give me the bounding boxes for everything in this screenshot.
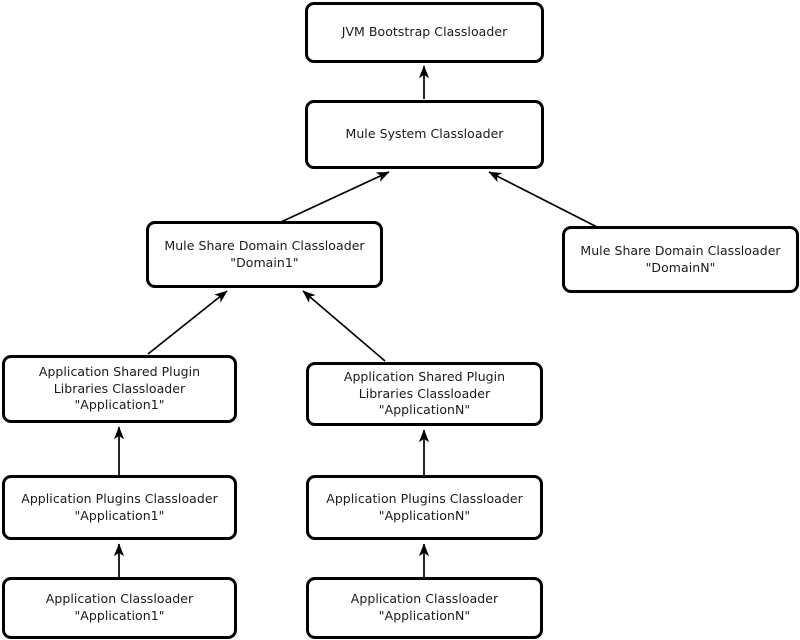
node-label-app-classloader-1: Application Classloader "Application1" (45, 591, 194, 623)
node-label-app-classloader-n: Application Classloader "ApplicationN" (350, 591, 499, 623)
node-mule-system[interactable]: Mule System Classloader (305, 100, 544, 169)
node-label-mule-system: Mule System Classloader (345, 126, 504, 142)
node-label-app-plugins-n: Application Plugins Classloader "Applica… (326, 490, 523, 523)
node-app-shared-plugin-n[interactable]: Application Shared Plugin Libraries Clas… (306, 362, 543, 426)
node-app-shared-plugin-1[interactable]: Application Shared Plugin Libraries Clas… (2, 355, 237, 423)
node-app-plugins-n[interactable]: Application Plugins Classloader "Applica… (306, 475, 543, 540)
node-domain-1[interactable]: Mule Share Domain Classloader "Domain1" (146, 221, 383, 288)
node-label-app-plugins-1: Application Plugins Classloader "Applica… (21, 490, 218, 523)
edge-domain1-to-system (280, 171, 390, 223)
node-app-classloader-1[interactable]: Application Classloader "Application1" (2, 577, 237, 639)
edge-domainn-to-system (488, 171, 598, 228)
node-label-app-shared-plugin-n: Application Shared Plugin Libraries Clas… (343, 368, 506, 418)
edge-shared1-to-domain1 (147, 290, 228, 355)
node-label-app-shared-plugin-1: Application Shared Plugin Libraries Clas… (38, 363, 201, 413)
node-app-classloader-n[interactable]: Application Classloader "ApplicationN" (306, 577, 543, 639)
edge-sharedn-to-domain1 (302, 290, 386, 362)
node-label-domain-1: Mule Share Domain Classloader "Domain1" (164, 237, 365, 270)
node-label-jvm-bootstrap: JVM Bootstrap Classloader (341, 24, 508, 40)
node-label-domain-n: Mule Share Domain Classloader "DomainN" (580, 242, 781, 275)
node-domain-n[interactable]: Mule Share Domain Classloader "DomainN" (562, 226, 799, 293)
node-jvm-bootstrap[interactable]: JVM Bootstrap Classloader (305, 2, 544, 63)
node-app-plugins-1[interactable]: Application Plugins Classloader "Applica… (2, 475, 237, 540)
